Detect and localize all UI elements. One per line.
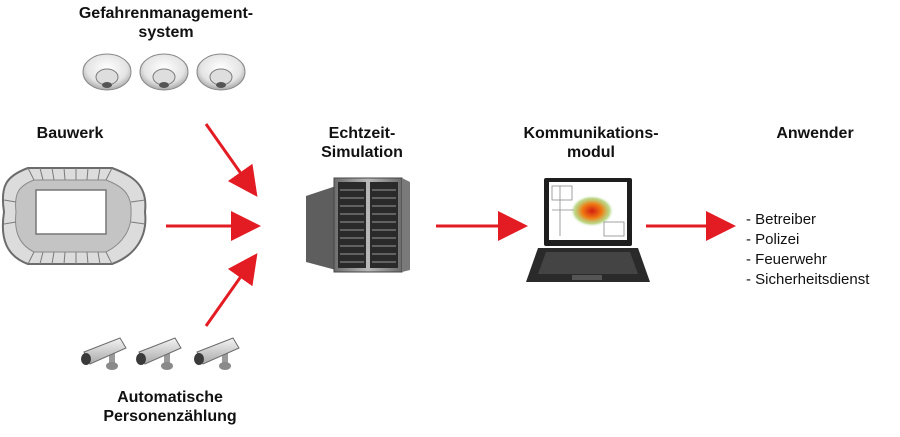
smoke-detector-icon — [82, 53, 132, 91]
user-list-item: - Feuerwehr — [746, 251, 827, 268]
security-camera-icon — [81, 337, 127, 370]
simulation-label-line2: Simulation — [321, 144, 403, 161]
smoke-detector-icon — [196, 53, 246, 91]
arrow-hazard-to-simulation — [204, 123, 258, 197]
people-counting-line2: Personenzählung — [103, 408, 237, 425]
security-camera-icon — [136, 337, 182, 370]
hazard-label-line1: Gefahrenmanagement- — [78, 5, 254, 22]
communication-label-line1: Kommunikations- — [523, 125, 659, 142]
hazard-management-label: Gefahrenmanagement- system — [50, 4, 282, 42]
hazard-label-line2: system — [138, 24, 194, 41]
simulation-label: Echtzeit- Simulation — [302, 124, 422, 162]
simulation-label-line1: Echtzeit- — [328, 125, 396, 142]
server-rack-icon — [306, 177, 410, 273]
building-label-text: Bauwerk — [36, 125, 104, 142]
users-label-text: Anwender — [776, 125, 854, 142]
user-list-item: - Betreiber — [746, 211, 817, 228]
security-camera-icon — [194, 337, 240, 370]
communication-label: Kommunikations- modul — [498, 124, 684, 162]
user-list: - Betreiber - Polizei - Feuerwehr - Sich… — [746, 210, 869, 290]
user-list-item: - Sicherheitsdienst — [746, 271, 870, 288]
communication-label-line2: modul — [567, 144, 615, 161]
stadium-icon — [1, 167, 147, 265]
people-counting-line1: Automatische — [117, 389, 223, 406]
users-label: Anwender — [760, 124, 870, 143]
smoke-detector-icon — [139, 53, 189, 91]
laptop-icon — [526, 178, 650, 282]
arrow-counting-to-simulation — [204, 253, 258, 327]
building-label: Bauwerk — [22, 124, 118, 143]
people-counting-label: Automatische Personenzählung — [70, 388, 270, 426]
user-list-item: - Polizei — [746, 231, 800, 248]
